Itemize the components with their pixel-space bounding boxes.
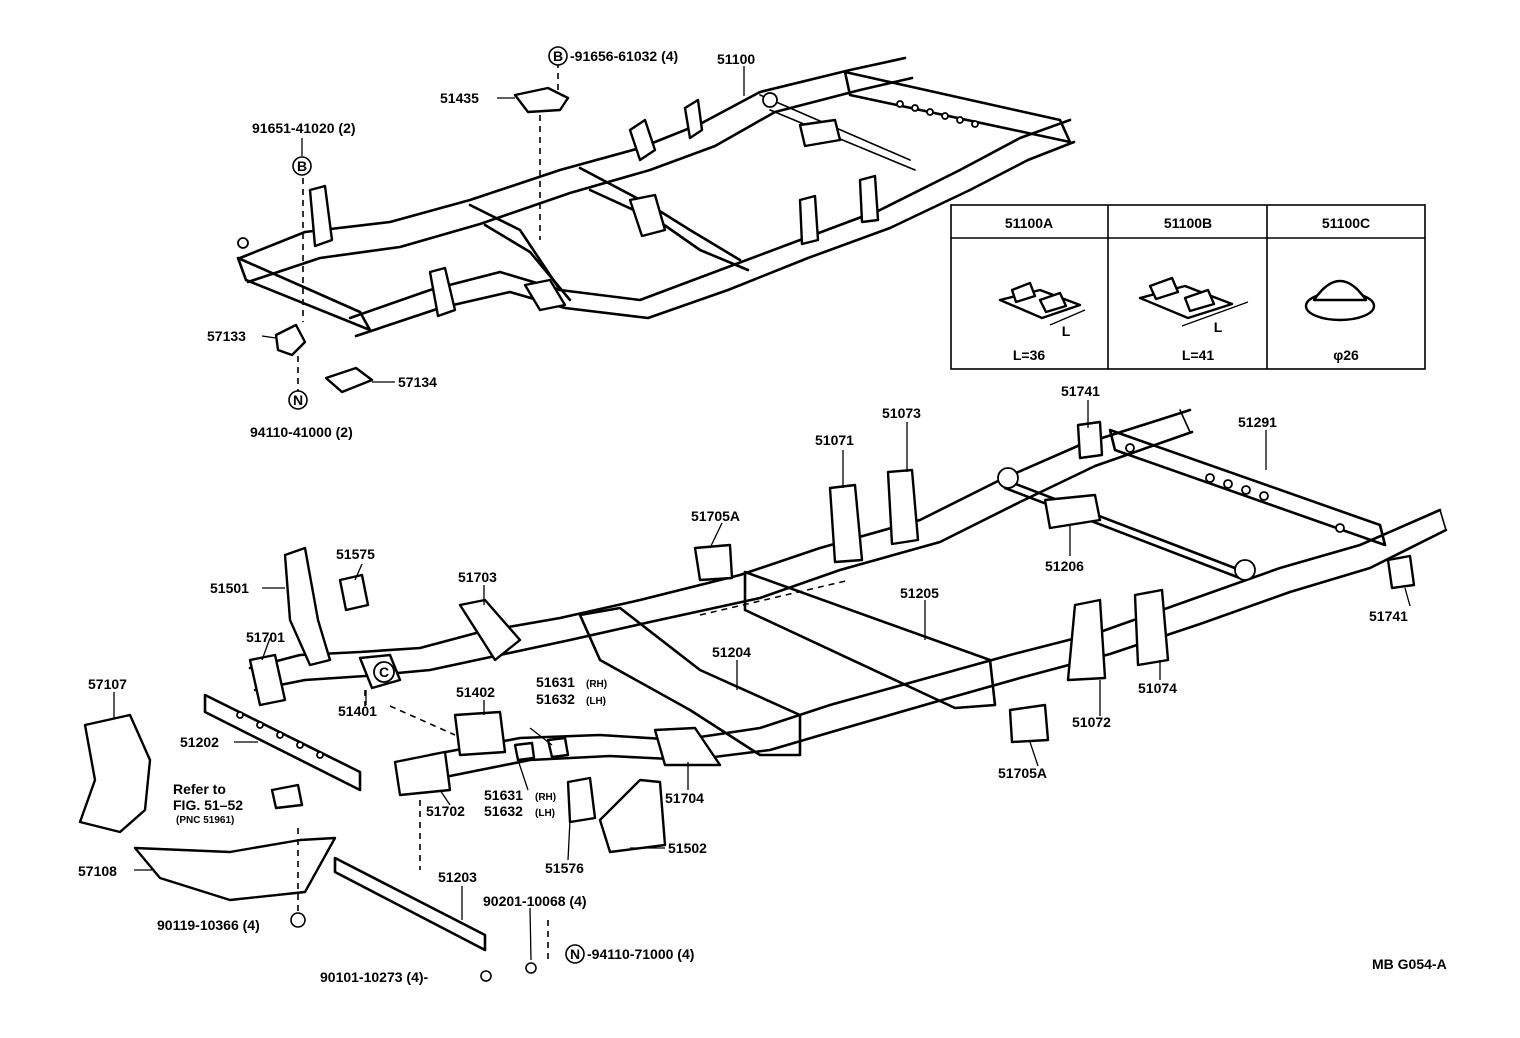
- label-51704: 51704: [665, 790, 704, 806]
- svg-text:N: N: [570, 946, 580, 962]
- label-94110-71000: -94110-71000 (4): [587, 946, 694, 962]
- svg-text:N: N: [293, 392, 303, 408]
- circle-n-left: N: [288, 390, 308, 410]
- label-51071: 51071: [815, 432, 854, 448]
- variant-a-id: 51100A: [1005, 215, 1053, 231]
- label-57133: 57133: [207, 328, 246, 344]
- circle-n-bottom: N: [565, 944, 585, 964]
- variant-c-id: 51100C: [1322, 215, 1370, 231]
- svg-text:L: L: [1214, 319, 1223, 335]
- variant-a-spec: L=36: [1013, 347, 1046, 363]
- label-91656-61032: -91656-61032 (4): [570, 48, 678, 64]
- label-57107: 57107: [88, 676, 127, 692]
- label-90201-10068: 90201-10068 (4): [483, 893, 587, 909]
- label-lh-bottom: (LH): [535, 808, 555, 819]
- frame-assembly-51100: [236, 56, 1076, 338]
- variant-b-icon: L: [1138, 276, 1249, 335]
- label-ref-code: MB G054-A: [1372, 956, 1447, 972]
- label-51074: 51074: [1138, 680, 1177, 696]
- label-pnc-ref: (PNC 51961): [176, 815, 234, 826]
- label-51632-top: 51632: [536, 691, 575, 707]
- label-51204: 51204: [712, 644, 751, 660]
- label-91651-41020: 91651-41020 (2): [252, 120, 356, 136]
- part-57133-mount: [261, 323, 307, 357]
- variant-c-icon: [1304, 280, 1376, 322]
- label-51701: 51701: [246, 629, 285, 645]
- label-51202: 51202: [180, 734, 219, 750]
- label-rh-bottom: (RH): [535, 792, 556, 803]
- label-51205: 51205: [900, 585, 939, 601]
- svg-text:L: L: [1062, 323, 1071, 339]
- label-51703: 51703: [458, 569, 497, 585]
- label-51402: 51402: [456, 684, 495, 700]
- label-51575: 51575: [336, 546, 375, 562]
- circle-b-left: B: [292, 156, 312, 176]
- svg-text:B: B: [297, 158, 307, 174]
- variant-c-spec: φ26: [1333, 347, 1359, 363]
- label-51072: 51072: [1072, 714, 1111, 730]
- label-90101-10273: 90101-10273 (4)-: [320, 969, 429, 985]
- label-51501: 51501: [210, 580, 249, 596]
- circle-b-top: B: [548, 46, 568, 66]
- leader-lines: [113, 66, 1411, 961]
- label-51631-top: 51631: [536, 674, 575, 690]
- label-51502: 51502: [668, 840, 707, 856]
- label-51705a-top: 51705A: [691, 508, 740, 524]
- label-51203: 51203: [438, 869, 477, 885]
- variant-b-id: 51100B: [1164, 215, 1212, 231]
- part-labels: 51100 51435 -91656-61032 (4) 91651-41020…: [78, 48, 1447, 985]
- label-51741-right: 51741: [1369, 608, 1408, 624]
- label-90119-10366: 90119-10366 (4): [157, 917, 260, 933]
- variant-b-spec: L=41: [1182, 347, 1215, 363]
- label-51206: 51206: [1045, 558, 1084, 574]
- label-fig-ref: FIG. 51–52: [173, 797, 243, 813]
- variants-table: 51100A 51100B 51100C L L=36 L L=41 φ26: [950, 204, 1426, 370]
- circle-c-label: C: [379, 664, 389, 680]
- label-51741-top: 51741: [1061, 383, 1100, 399]
- label-51631-bottom: 51631: [484, 787, 523, 803]
- frame-exploded-lower: C: [78, 408, 1448, 982]
- variant-a-icon: L: [998, 281, 1086, 339]
- label-51705a-bottom: 51705A: [998, 765, 1047, 781]
- label-lh-top: (LH): [586, 696, 606, 707]
- label-94110-41000: 94110-41000 (2): [250, 424, 353, 440]
- label-51073: 51073: [882, 405, 921, 421]
- part-57134-plate: [324, 366, 395, 394]
- label-57134: 57134: [398, 374, 437, 390]
- label-51435: 51435: [440, 90, 479, 106]
- label-51632-bottom: 51632: [484, 803, 523, 819]
- label-refer-to: Refer to: [173, 781, 226, 797]
- label-51702: 51702: [426, 803, 465, 819]
- svg-text:B: B: [553, 48, 563, 64]
- label-51291: 51291: [1238, 414, 1277, 430]
- label-57108: 57108: [78, 863, 117, 879]
- part-51435-bracket: [497, 86, 570, 114]
- label-51100: 51100: [717, 51, 755, 67]
- label-51401: 51401: [338, 703, 377, 719]
- label-rh-top: (RH): [586, 679, 607, 690]
- label-51576: 51576: [545, 860, 584, 876]
